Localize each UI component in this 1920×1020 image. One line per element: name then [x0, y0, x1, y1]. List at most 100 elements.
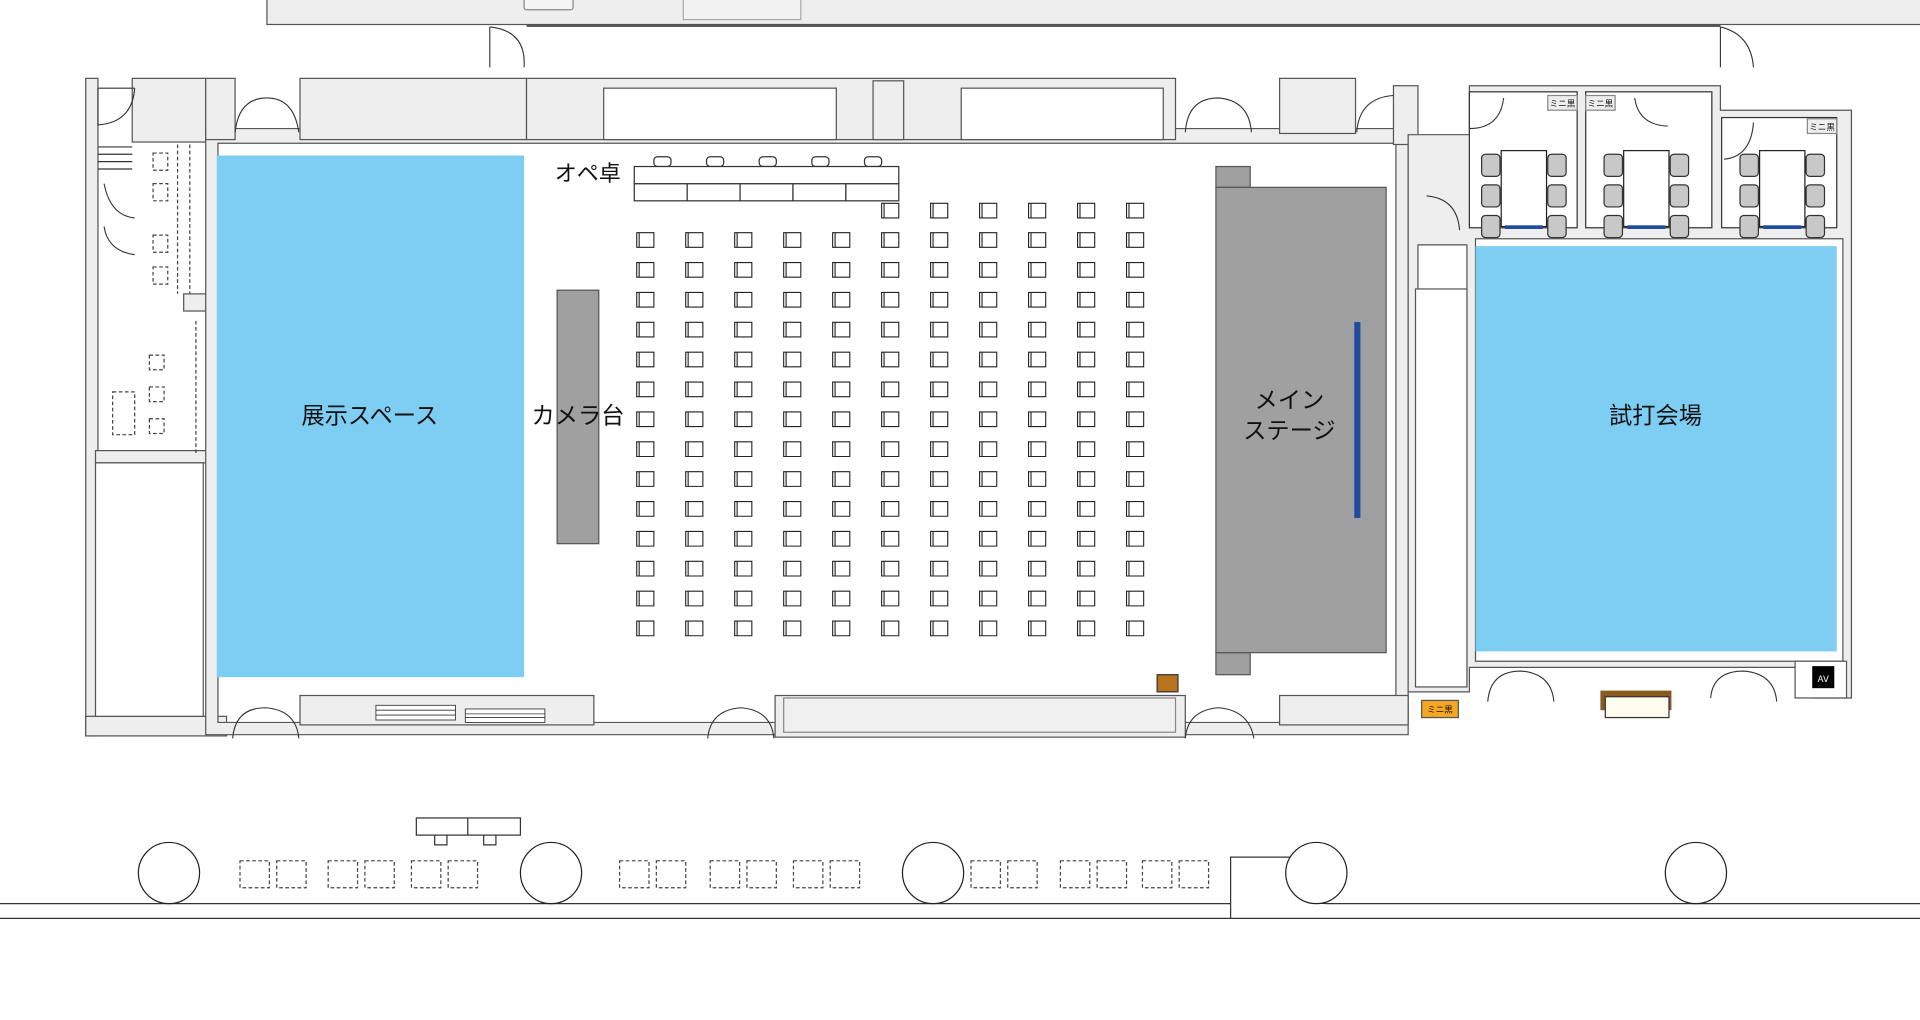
chair: [636, 351, 655, 368]
chair: [881, 291, 900, 308]
chair: [881, 441, 900, 458]
chair: [979, 202, 998, 219]
chair: [881, 411, 900, 428]
chair: [685, 261, 704, 278]
chair: [783, 381, 802, 398]
chair: [783, 261, 802, 278]
chair: [783, 351, 802, 368]
pillar: [1285, 841, 1348, 905]
chair: [1077, 411, 1096, 428]
chair: [979, 441, 998, 458]
chair: [636, 590, 655, 607]
chair: [685, 530, 704, 547]
chair: [1028, 291, 1047, 308]
chair: [1077, 501, 1096, 517]
mini-board-orange: [1421, 699, 1459, 719]
chair: [685, 411, 704, 428]
main-stage-label-1: メイン: [1255, 387, 1325, 414]
desk-segment: [686, 183, 741, 202]
chair: [832, 530, 851, 547]
chair: [734, 560, 753, 577]
chair: [1125, 530, 1145, 547]
chair: [685, 560, 704, 577]
chair: [636, 411, 655, 428]
chair: [734, 441, 753, 458]
av-box: [1812, 666, 1835, 689]
chair: [685, 232, 704, 248]
chair: [881, 381, 900, 398]
chair: [734, 471, 753, 487]
chair: [1077, 351, 1096, 368]
chair: [930, 351, 949, 368]
chair: [685, 291, 704, 308]
chair: [979, 291, 998, 308]
chair: [832, 232, 851, 248]
exhibit-space: 展示スペース: [216, 155, 525, 678]
av-label: AV: [1818, 675, 1829, 685]
lounge-seats: [327, 860, 395, 889]
chair: [1028, 411, 1047, 428]
chair: [734, 411, 753, 428]
chair: [685, 441, 704, 458]
svg-text:ミニ黒: ミニ黒: [1550, 99, 1576, 110]
chair: [1125, 590, 1145, 607]
chair: [685, 471, 704, 487]
chair: [1125, 560, 1145, 577]
chair: [636, 471, 655, 487]
stage-screen: [1354, 322, 1361, 518]
chair: [881, 232, 900, 248]
chair: [1028, 501, 1047, 517]
mini-board: [1806, 118, 1838, 135]
chair: [636, 321, 655, 338]
main-hall: [205, 77, 1419, 739]
mini-board: [1547, 94, 1578, 111]
chair: [1125, 232, 1145, 248]
desk-segment: [845, 183, 900, 202]
camera-stand: カメラ台: [531, 289, 624, 545]
chair: [832, 590, 851, 607]
chair: [1028, 351, 1047, 368]
chair: [1028, 202, 1047, 219]
lounge-seats: [1059, 860, 1128, 889]
chair: [832, 560, 851, 577]
chair: [832, 381, 851, 398]
chair: [1077, 232, 1096, 248]
chair: [1077, 291, 1096, 308]
chair: [979, 321, 998, 338]
operator-chair: [653, 156, 672, 168]
chair: [734, 530, 753, 547]
chair: [783, 232, 802, 248]
chair: [636, 291, 655, 308]
chair: [979, 590, 998, 607]
chair: [636, 232, 655, 248]
chair: [734, 232, 753, 248]
chair: [734, 261, 753, 278]
chair: [930, 530, 949, 547]
chair: [1125, 321, 1145, 338]
chair: [783, 530, 802, 547]
chair: [1125, 441, 1145, 458]
chair: [1125, 411, 1145, 428]
chair: [1077, 321, 1096, 338]
lounge-seats: [709, 860, 777, 889]
pillar: [1664, 841, 1728, 905]
chair: [1028, 590, 1047, 607]
desk-segment: [792, 183, 847, 202]
pillar: [137, 841, 201, 905]
chair: [1125, 501, 1145, 517]
chair: [832, 321, 851, 338]
chair: [832, 261, 851, 278]
right-wing: ミニ黒ミニ黒ミニ黒 試打会場 AV ミニ黒: [1407, 85, 1853, 719]
chair: [783, 291, 802, 308]
top-corridor: [266, 0, 1920, 68]
chair: [930, 321, 949, 338]
chair: [832, 501, 851, 517]
chair: [685, 620, 704, 637]
chair: [930, 620, 949, 637]
chair: [734, 620, 753, 637]
chair: [832, 411, 851, 428]
chair: [930, 501, 949, 517]
chair: [1028, 441, 1047, 458]
orange-box: [1156, 674, 1179, 693]
chair: [881, 351, 900, 368]
